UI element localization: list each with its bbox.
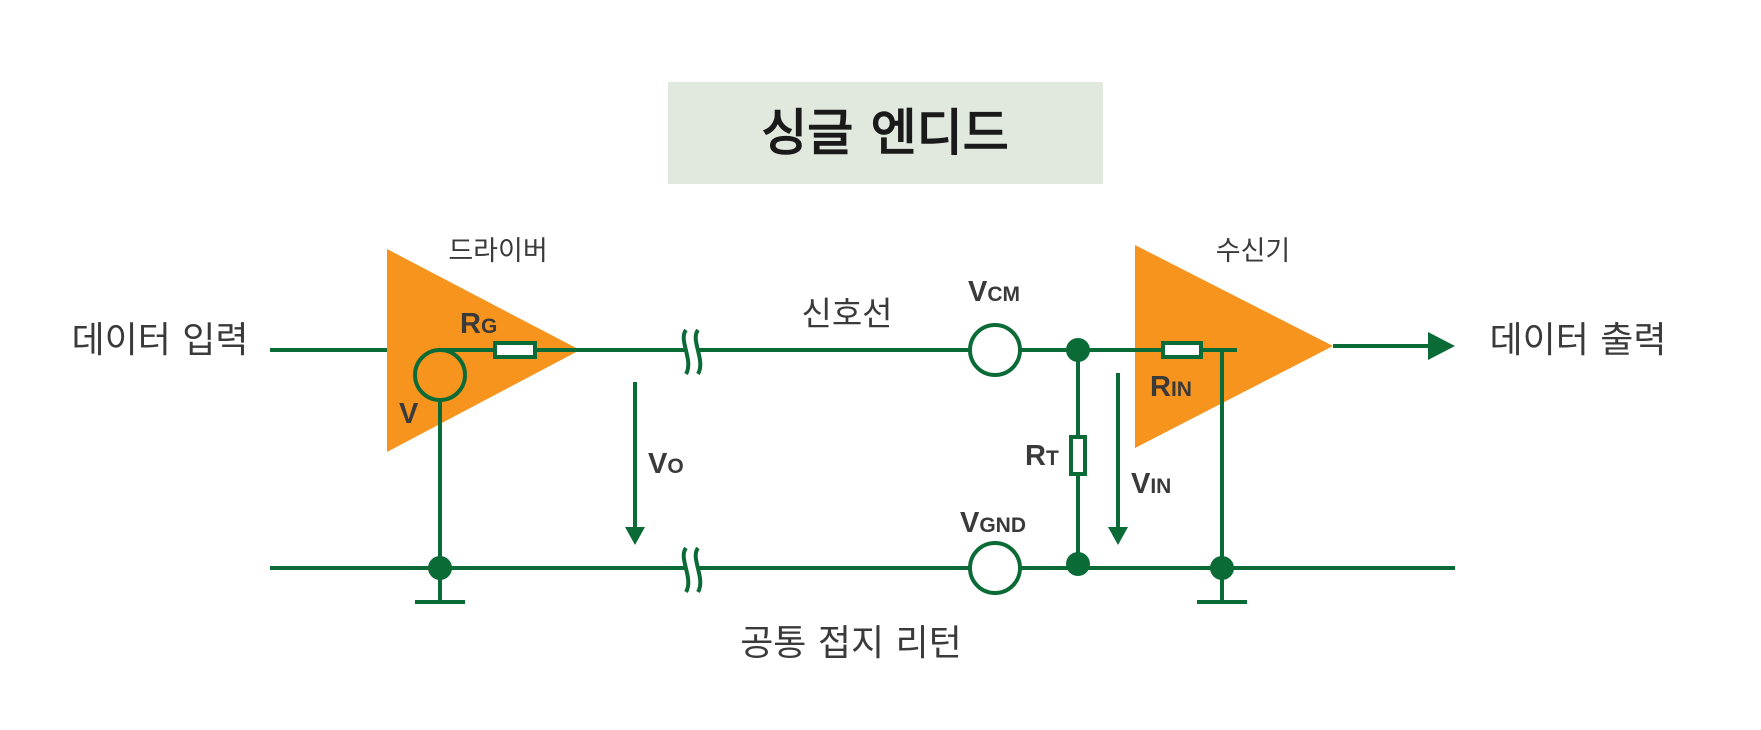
rin-resistor [1161, 341, 1203, 359]
data-input-label: 데이터 입력 [71, 320, 248, 361]
diagram-title: 싱글 엔디드 [761, 104, 1008, 162]
common-ground-return-label: 공통 접지 리턴 [740, 623, 962, 664]
vcm-source [968, 323, 1022, 377]
vcm-label: VCM [968, 276, 1020, 308]
vcm-label-sub: CM [987, 283, 1020, 306]
junction-dot-rt-bottom [1066, 552, 1090, 576]
title-box [668, 82, 1103, 184]
vo-label: VO [648, 448, 684, 480]
vin-label-main: V [1131, 468, 1151, 500]
receiver-amplifier [1135, 245, 1333, 448]
junction-dot-receiver-ground [1210, 556, 1234, 580]
junction-dot-driver-ground [428, 556, 452, 580]
junction-dot-rt-top [1066, 338, 1090, 362]
rg-resistor [493, 341, 537, 359]
rin-label: RIN [1150, 371, 1192, 403]
rt-label: RT [1025, 440, 1059, 472]
signal-break-mark-left [681, 328, 691, 375]
rg-label-main: R [460, 308, 481, 340]
signal-break-mark-right [693, 328, 703, 375]
rt-label-sub: T [1046, 447, 1059, 470]
data-output-label: 데이터 출력 [1489, 320, 1666, 361]
vin-arrow-head [1108, 527, 1128, 545]
output-arrow-head [1428, 332, 1455, 360]
vgnd-source [968, 541, 1022, 595]
rg-label-sub: G [481, 315, 497, 338]
rin-label-sub: IN [1171, 378, 1192, 401]
ground-break-mark-left [681, 546, 691, 593]
vo-arrow-head [625, 527, 645, 545]
vo-label-sub: O [667, 455, 683, 478]
rt-resistor [1069, 435, 1087, 476]
v-label: V [399, 398, 419, 430]
signal-line-label: 신호선 [801, 294, 892, 333]
vgnd-label-sub: GND [979, 514, 1026, 537]
rt-label-main: R [1025, 440, 1046, 472]
vin-label-sub: IN [1150, 475, 1171, 498]
rin-label-main: R [1150, 371, 1171, 403]
driver-label: 드라이버 [448, 236, 547, 267]
vin-label: VIN [1131, 468, 1171, 500]
vgnd-label: VGND [960, 507, 1026, 539]
vo-label-main: V [648, 448, 668, 480]
vcm-label-main: V [968, 276, 988, 308]
receiver-label: 수신기 [1216, 236, 1291, 267]
ground-break-mark-right [693, 546, 703, 593]
vgnd-label-main: V [960, 507, 980, 539]
rg-label: RG [460, 308, 497, 340]
